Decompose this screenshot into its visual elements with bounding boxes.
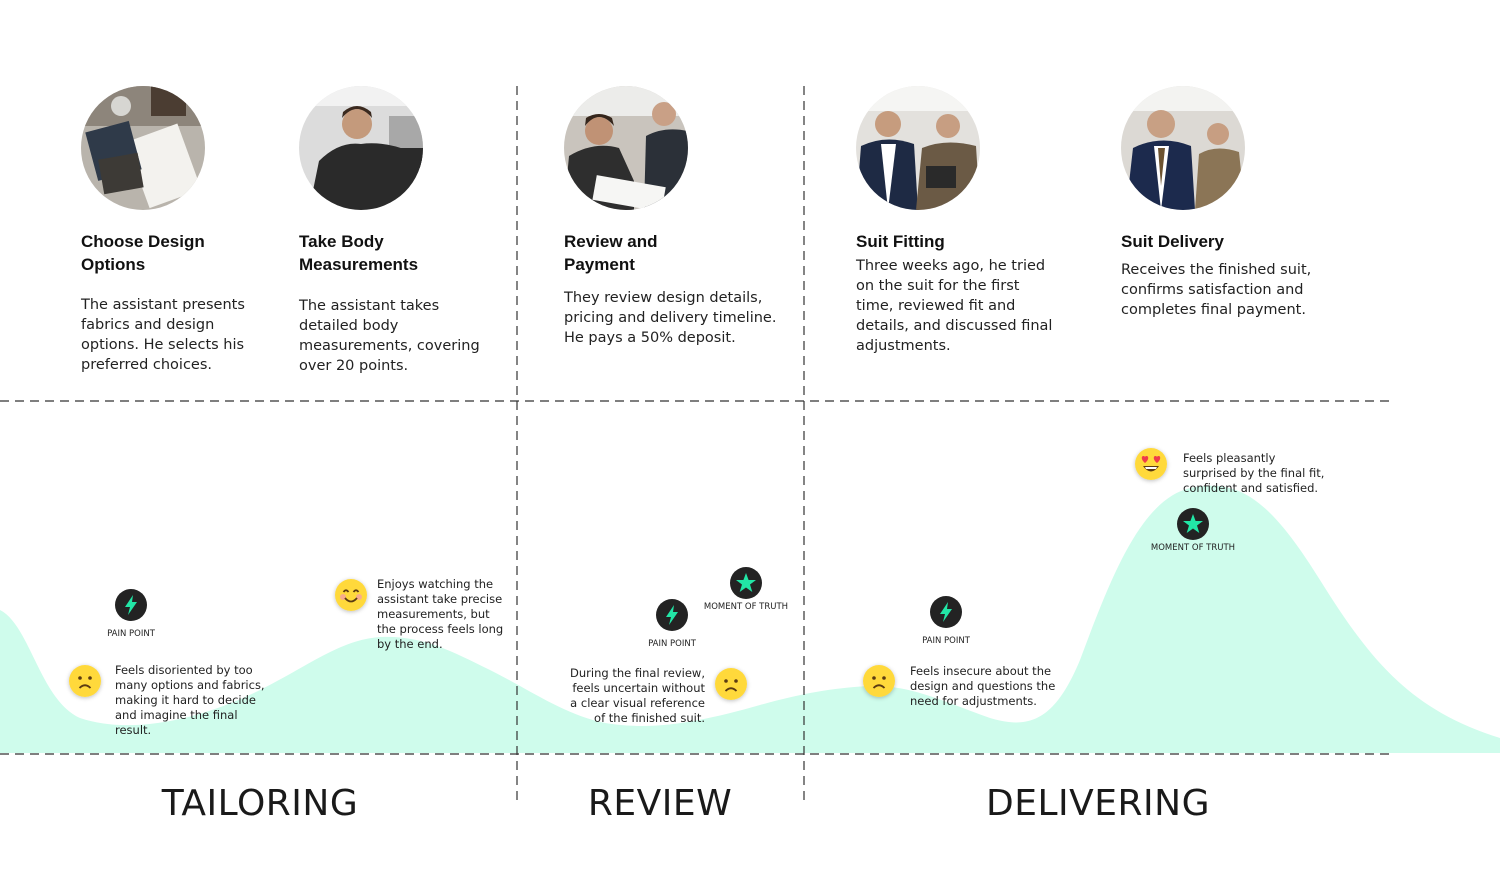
phase-label-delivering: DELIVERING: [948, 783, 1248, 824]
happy-face-icon: [335, 579, 367, 611]
step-description: They review design details, pricing and …: [564, 288, 779, 348]
marker-label: MOMENT OF TRUTH: [1148, 543, 1238, 554]
sad-face-icon: [863, 665, 895, 697]
moment-of-truth-marker: [730, 567, 762, 599]
star-icon: [730, 567, 762, 599]
photo-fabric-selection: [81, 86, 205, 210]
sad-face-icon: [69, 665, 101, 697]
emotion-text: Enjoys watching the assistant take preci…: [377, 577, 507, 652]
step-description: The assistant takes detailed body measur…: [299, 296, 499, 376]
heart-eyes-face-icon: [1135, 448, 1167, 480]
lightning-icon: [930, 596, 962, 628]
emotion-text: Feels disoriented by too many options an…: [115, 663, 265, 738]
marker-label: PAIN POINT: [901, 636, 991, 647]
lightning-icon: [656, 599, 688, 631]
lightning-icon: [115, 589, 147, 621]
pain-point-marker: [656, 599, 688, 631]
emotion-emoji: [335, 579, 367, 611]
marker-label: PAIN POINT: [627, 639, 717, 650]
pain-point-marker: [115, 589, 147, 621]
emotion-emoji: [715, 668, 747, 700]
emotion-text: Feels insecure about the design and ques…: [910, 664, 1060, 709]
pain-point-marker: [930, 596, 962, 628]
step-description: Receives the finished suit, confirms sat…: [1121, 260, 1331, 320]
step-title: Take Body Measurements: [299, 230, 479, 276]
phase-label-tailoring: TAILORING: [110, 783, 410, 824]
phase-label-review: REVIEW: [530, 783, 790, 824]
emotion-emoji: [863, 665, 895, 697]
photo-suit-fitting: [856, 86, 980, 210]
emotion-emoji: [69, 665, 101, 697]
marker-label: MOMENT OF TRUTH: [701, 602, 791, 613]
moment-of-truth-marker: [1177, 508, 1209, 540]
step-title: Suit Fitting: [856, 230, 1056, 253]
sad-face-icon: [715, 668, 747, 700]
step-title: Choose Design Options: [81, 230, 261, 276]
step-title: Review and Payment: [564, 230, 714, 276]
emotion-emoji: [1135, 448, 1167, 480]
step-description: Three weeks ago, he tried on the suit fo…: [856, 256, 1061, 356]
emotion-text: Feels pleasantly surprised by the final …: [1183, 451, 1328, 496]
emotion-text: During the final review, feels uncertain…: [562, 666, 705, 726]
marker-label: PAIN POINT: [86, 629, 176, 640]
photo-body-measurements: [299, 86, 423, 210]
star-icon: [1177, 508, 1209, 540]
step-title: Suit Delivery: [1121, 230, 1321, 253]
photo-suit-delivery: [1121, 86, 1245, 210]
photo-review-payment: [564, 86, 688, 210]
step-description: The assistant presents fabrics and desig…: [81, 295, 271, 375]
